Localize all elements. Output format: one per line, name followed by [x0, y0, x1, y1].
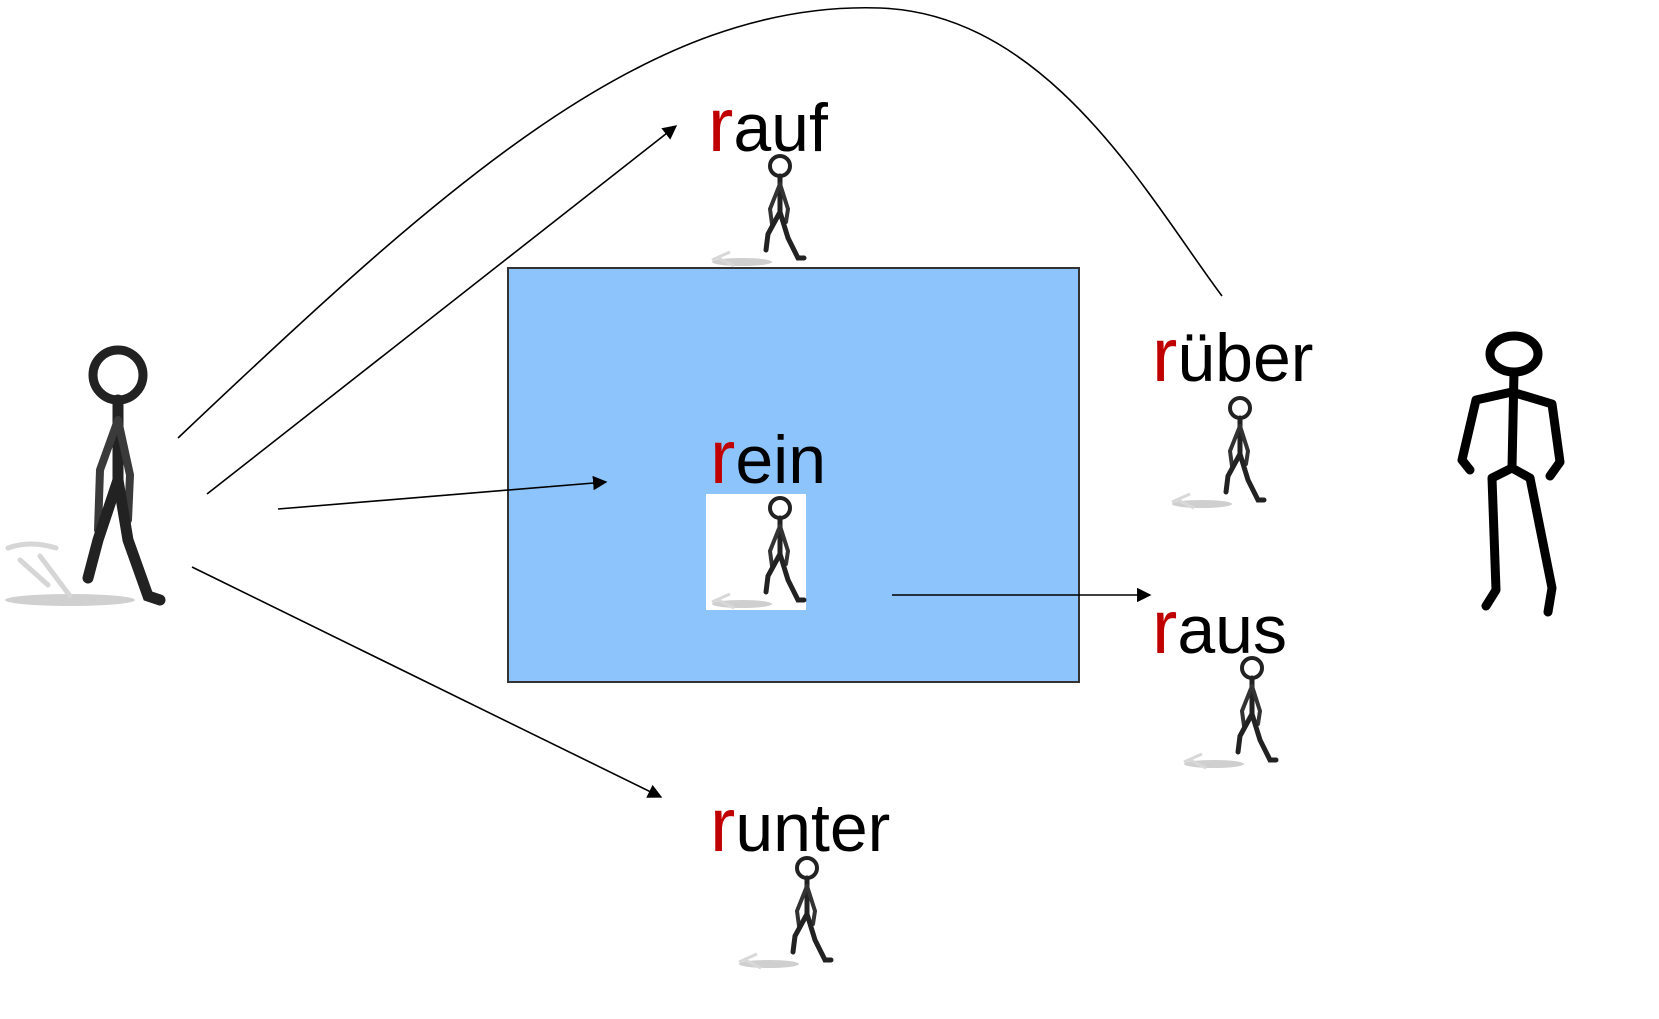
- word-stem: über: [1177, 320, 1314, 396]
- small-walking-stick-figure-icon: [1184, 658, 1276, 768]
- word-rueber: rüber: [1152, 318, 1313, 394]
- word-raus: raus: [1152, 590, 1287, 666]
- room-box: [507, 267, 1080, 683]
- small-walking-stick-figure-icon: [1172, 398, 1264, 508]
- word-stem: auf: [733, 90, 828, 166]
- prefix-r: r: [710, 415, 736, 500]
- small-walking-stick-figure-icon: [712, 156, 804, 266]
- word-stem: unter: [735, 790, 891, 866]
- arc-over-to-rueber: [177, 7, 1223, 439]
- small-walking-stick-figure-icon: [706, 494, 806, 610]
- word-stem: ein: [735, 422, 827, 498]
- arrow-to-runter: [191, 566, 663, 798]
- walking-stick-figure-icon: [5, 345, 166, 606]
- prefix-r: r: [1152, 313, 1178, 398]
- prefix-r: r: [1152, 585, 1178, 670]
- word-runter: runter: [710, 788, 890, 864]
- prefix-r: r: [708, 83, 734, 168]
- word-rauf: rauf: [708, 88, 828, 164]
- arrow-to-rauf: [206, 125, 678, 495]
- word-rein: rein: [710, 420, 826, 496]
- word-stem: aus: [1177, 592, 1287, 668]
- prefix-r: r: [710, 783, 736, 868]
- standing-stick-figure-icon: [1457, 331, 1565, 617]
- arrow-to-rein: [277, 475, 608, 510]
- small-walking-stick-figure-icon: [739, 858, 831, 968]
